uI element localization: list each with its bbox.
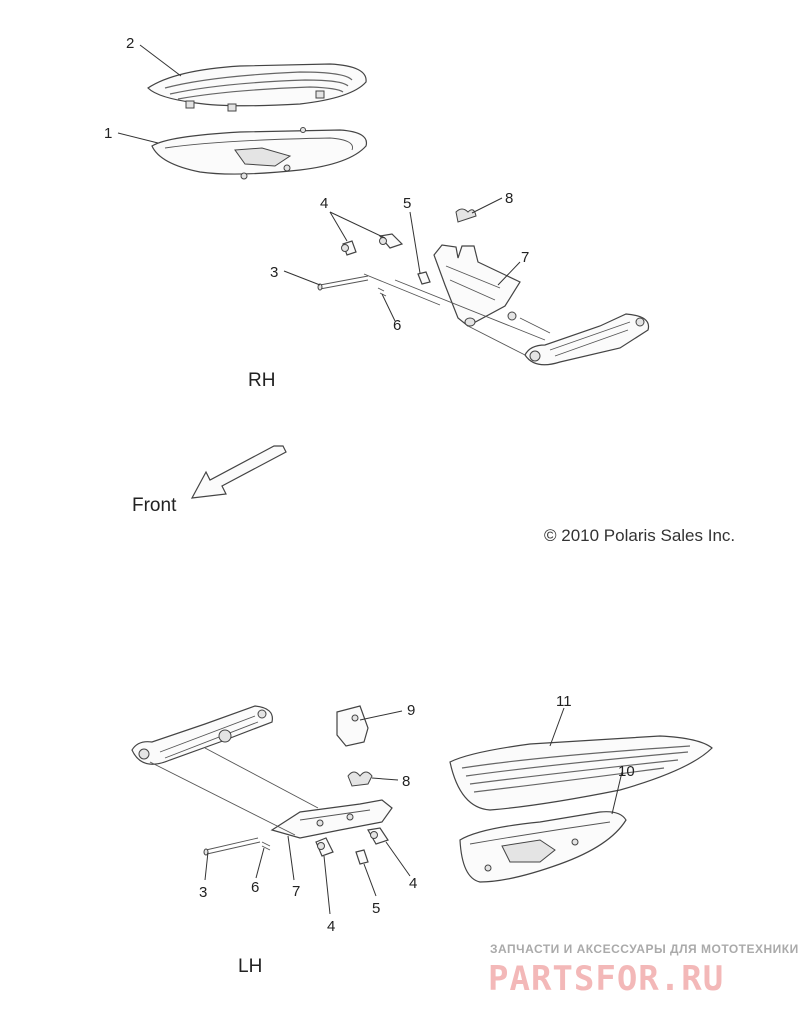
watermark-logo: ЗАПЧАСТИ И АКСЕССУАРЫ ДЛЯ МОТОТЕХНИКИ PA… xyxy=(488,942,799,999)
lh-assembly xyxy=(131,705,713,883)
rh-clip xyxy=(377,287,387,297)
rh-callout-8: 8 xyxy=(505,190,513,207)
front-arrow-icon xyxy=(190,445,287,499)
lh-callout-8: 8 xyxy=(402,773,410,790)
rh-callout-5: 5 xyxy=(403,195,411,212)
rh-spring xyxy=(455,208,477,223)
lh-label: LH xyxy=(238,956,262,977)
lh-callout-3: 3 xyxy=(199,884,207,901)
watermark-tagline: ЗАПЧАСТИ И АКСЕССУАРЫ ДЛЯ МОТОТЕХНИКИ xyxy=(490,942,799,956)
rh-footrest-arm xyxy=(524,313,650,366)
lh-clip xyxy=(261,841,271,851)
lh-pivot-rod xyxy=(203,837,261,856)
rh-label: RH xyxy=(248,370,275,391)
rh-bolts xyxy=(341,233,404,256)
lh-callout-10: 10 xyxy=(618,763,635,780)
lh-callout-4a: 4 xyxy=(327,918,335,935)
rh-bracket xyxy=(433,244,521,327)
rh-callout-3: 3 xyxy=(270,264,278,281)
rh-footboard-pad xyxy=(147,63,367,112)
lh-callout-6: 6 xyxy=(251,879,259,896)
rh-callout-2: 2 xyxy=(126,35,134,52)
copyright-text: © 2010 Polaris Sales Inc. xyxy=(544,526,735,545)
lh-callout-5: 5 xyxy=(372,900,380,917)
rh-callout-7: 7 xyxy=(521,249,529,266)
rh-callout-1: 1 xyxy=(104,125,112,142)
lh-footrest-arm xyxy=(131,705,273,765)
watermark-logo-text: PARTSFOR.RU xyxy=(488,959,724,999)
rh-pin xyxy=(417,271,431,285)
lh-callout-9: 9 xyxy=(407,702,415,719)
lh-spring xyxy=(347,771,373,787)
rh-assembly xyxy=(147,63,650,366)
lh-footboard-pad xyxy=(449,735,713,811)
front-label: Front xyxy=(132,495,177,516)
rh-footboard-base xyxy=(151,127,368,180)
rh-callout-6: 6 xyxy=(393,317,401,334)
lh-callout-4b: 4 xyxy=(409,875,417,892)
lh-cover xyxy=(336,705,369,747)
lh-callout-7: 7 xyxy=(292,883,300,900)
lh-footboard-base xyxy=(459,811,627,883)
rh-callout-4: 4 xyxy=(320,195,328,212)
lh-bolts xyxy=(315,827,389,857)
lh-callout-11: 11 xyxy=(556,693,572,710)
lh-pin xyxy=(355,849,369,865)
lh-bracket xyxy=(270,799,393,839)
rh-pivot-rod xyxy=(317,275,369,291)
